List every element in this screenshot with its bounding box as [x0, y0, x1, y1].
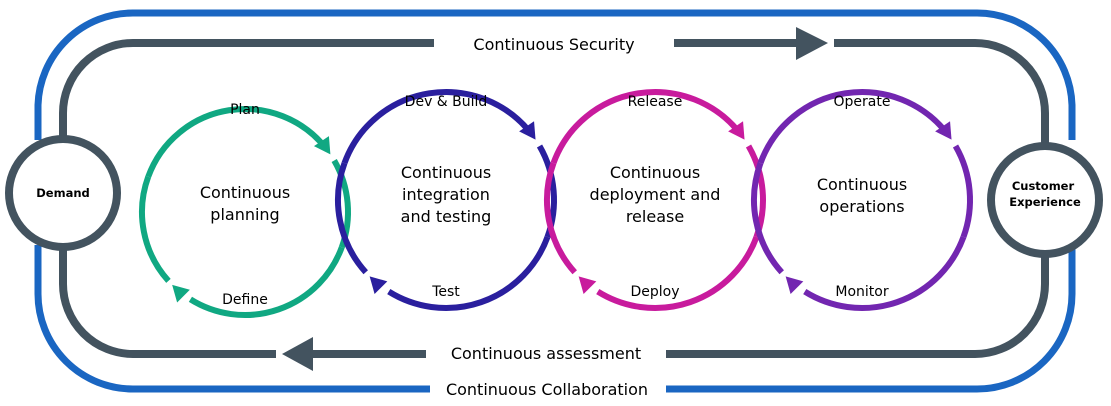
stage-arc-bottom — [596, 235, 760, 311]
security-loop-right — [834, 39, 1049, 145]
stage-arc-bottom — [188, 246, 345, 318]
stage-top-label: Release — [628, 94, 683, 110]
security-assessment-loop — [59, 27, 1049, 371]
stage-title: Continuous deployment and release — [590, 163, 721, 226]
demand-circle — [5, 135, 121, 251]
stage-arc-bottom — [387, 235, 551, 311]
stage-arc-right — [952, 144, 973, 238]
security-arrow-icon — [796, 27, 828, 60]
stage-title-line: operations — [819, 197, 904, 216]
security-loop-left — [59, 39, 434, 138]
stage-arc-top — [145, 106, 329, 178]
demand-label: Demand — [36, 186, 90, 200]
assessment-arrow-icon — [282, 337, 313, 371]
customer-experience-label-line: Experience — [1009, 195, 1081, 209]
stage-bottom-label: Test — [431, 284, 460, 300]
arrow-bottom-icon — [785, 276, 804, 295]
stage-title-line: Continuous — [401, 163, 491, 182]
stage-arc-left — [751, 162, 784, 275]
stage-arc-bottom — [803, 235, 967, 311]
collaboration-loop-bottom-right — [666, 245, 1076, 393]
stage-title-line: planning — [210, 205, 279, 224]
arrow-top-icon — [935, 121, 952, 140]
assessment-loop-right — [666, 255, 1049, 358]
stage-title: Continuous planning — [200, 183, 290, 224]
continuous-collaboration-label: Continuous Collaboration — [446, 380, 648, 399]
collaboration-loop-bottom-left — [34, 245, 430, 393]
arrow-bottom-icon — [578, 276, 597, 295]
stage-title-line: Continuous — [200, 183, 290, 202]
stage-arc-left — [139, 175, 171, 283]
customer-experience-node[interactable]: Customer Experience — [987, 142, 1103, 258]
customer-experience-label-line: Customer — [1012, 179, 1075, 193]
collaboration-loop — [34, 9, 1076, 393]
stage-arc-left — [544, 162, 577, 275]
stage-title-line: Continuous — [817, 175, 907, 194]
stage-title-line: deployment and — [590, 185, 721, 204]
customer-experience-label: Customer Experience — [1009, 179, 1081, 209]
stage-title: Continuous operations — [817, 175, 907, 216]
stage-bottom-label: Monitor — [835, 284, 888, 300]
assessment-loop-left — [59, 248, 276, 358]
arrow-bottom-icon — [172, 284, 190, 303]
stage-arc-top — [550, 89, 743, 165]
arrow-top-icon — [313, 136, 331, 155]
stage-title-line: release — [626, 207, 684, 226]
stage-bottom-label: Deploy — [630, 284, 679, 300]
stage-title: Continuous integration and testing — [401, 163, 492, 226]
stage-bottom-label: Define — [222, 292, 268, 308]
stage-title-line: integration — [402, 185, 490, 204]
stage-title-line: Continuous — [610, 163, 700, 182]
customer-experience-circle — [987, 142, 1103, 258]
stage-title-line: and testing — [401, 207, 492, 226]
stage-arc-top — [757, 89, 950, 165]
continuous-security-label: Continuous Security — [473, 35, 634, 54]
stage-arc-top — [341, 89, 534, 165]
arrow-top-icon — [519, 121, 536, 140]
stage-top-label: Operate — [834, 94, 891, 110]
stage-top-label: Plan — [230, 102, 260, 118]
collaboration-loop-top — [34, 9, 1076, 140]
arrow-top-icon — [728, 121, 745, 140]
stage-arc-left — [335, 162, 368, 275]
continuous-assessment-label: Continuous assessment — [451, 344, 641, 363]
stage-top-label: Dev & Build — [405, 94, 488, 110]
arrow-bottom-icon — [369, 276, 388, 295]
demand-node[interactable]: Demand — [5, 135, 121, 251]
